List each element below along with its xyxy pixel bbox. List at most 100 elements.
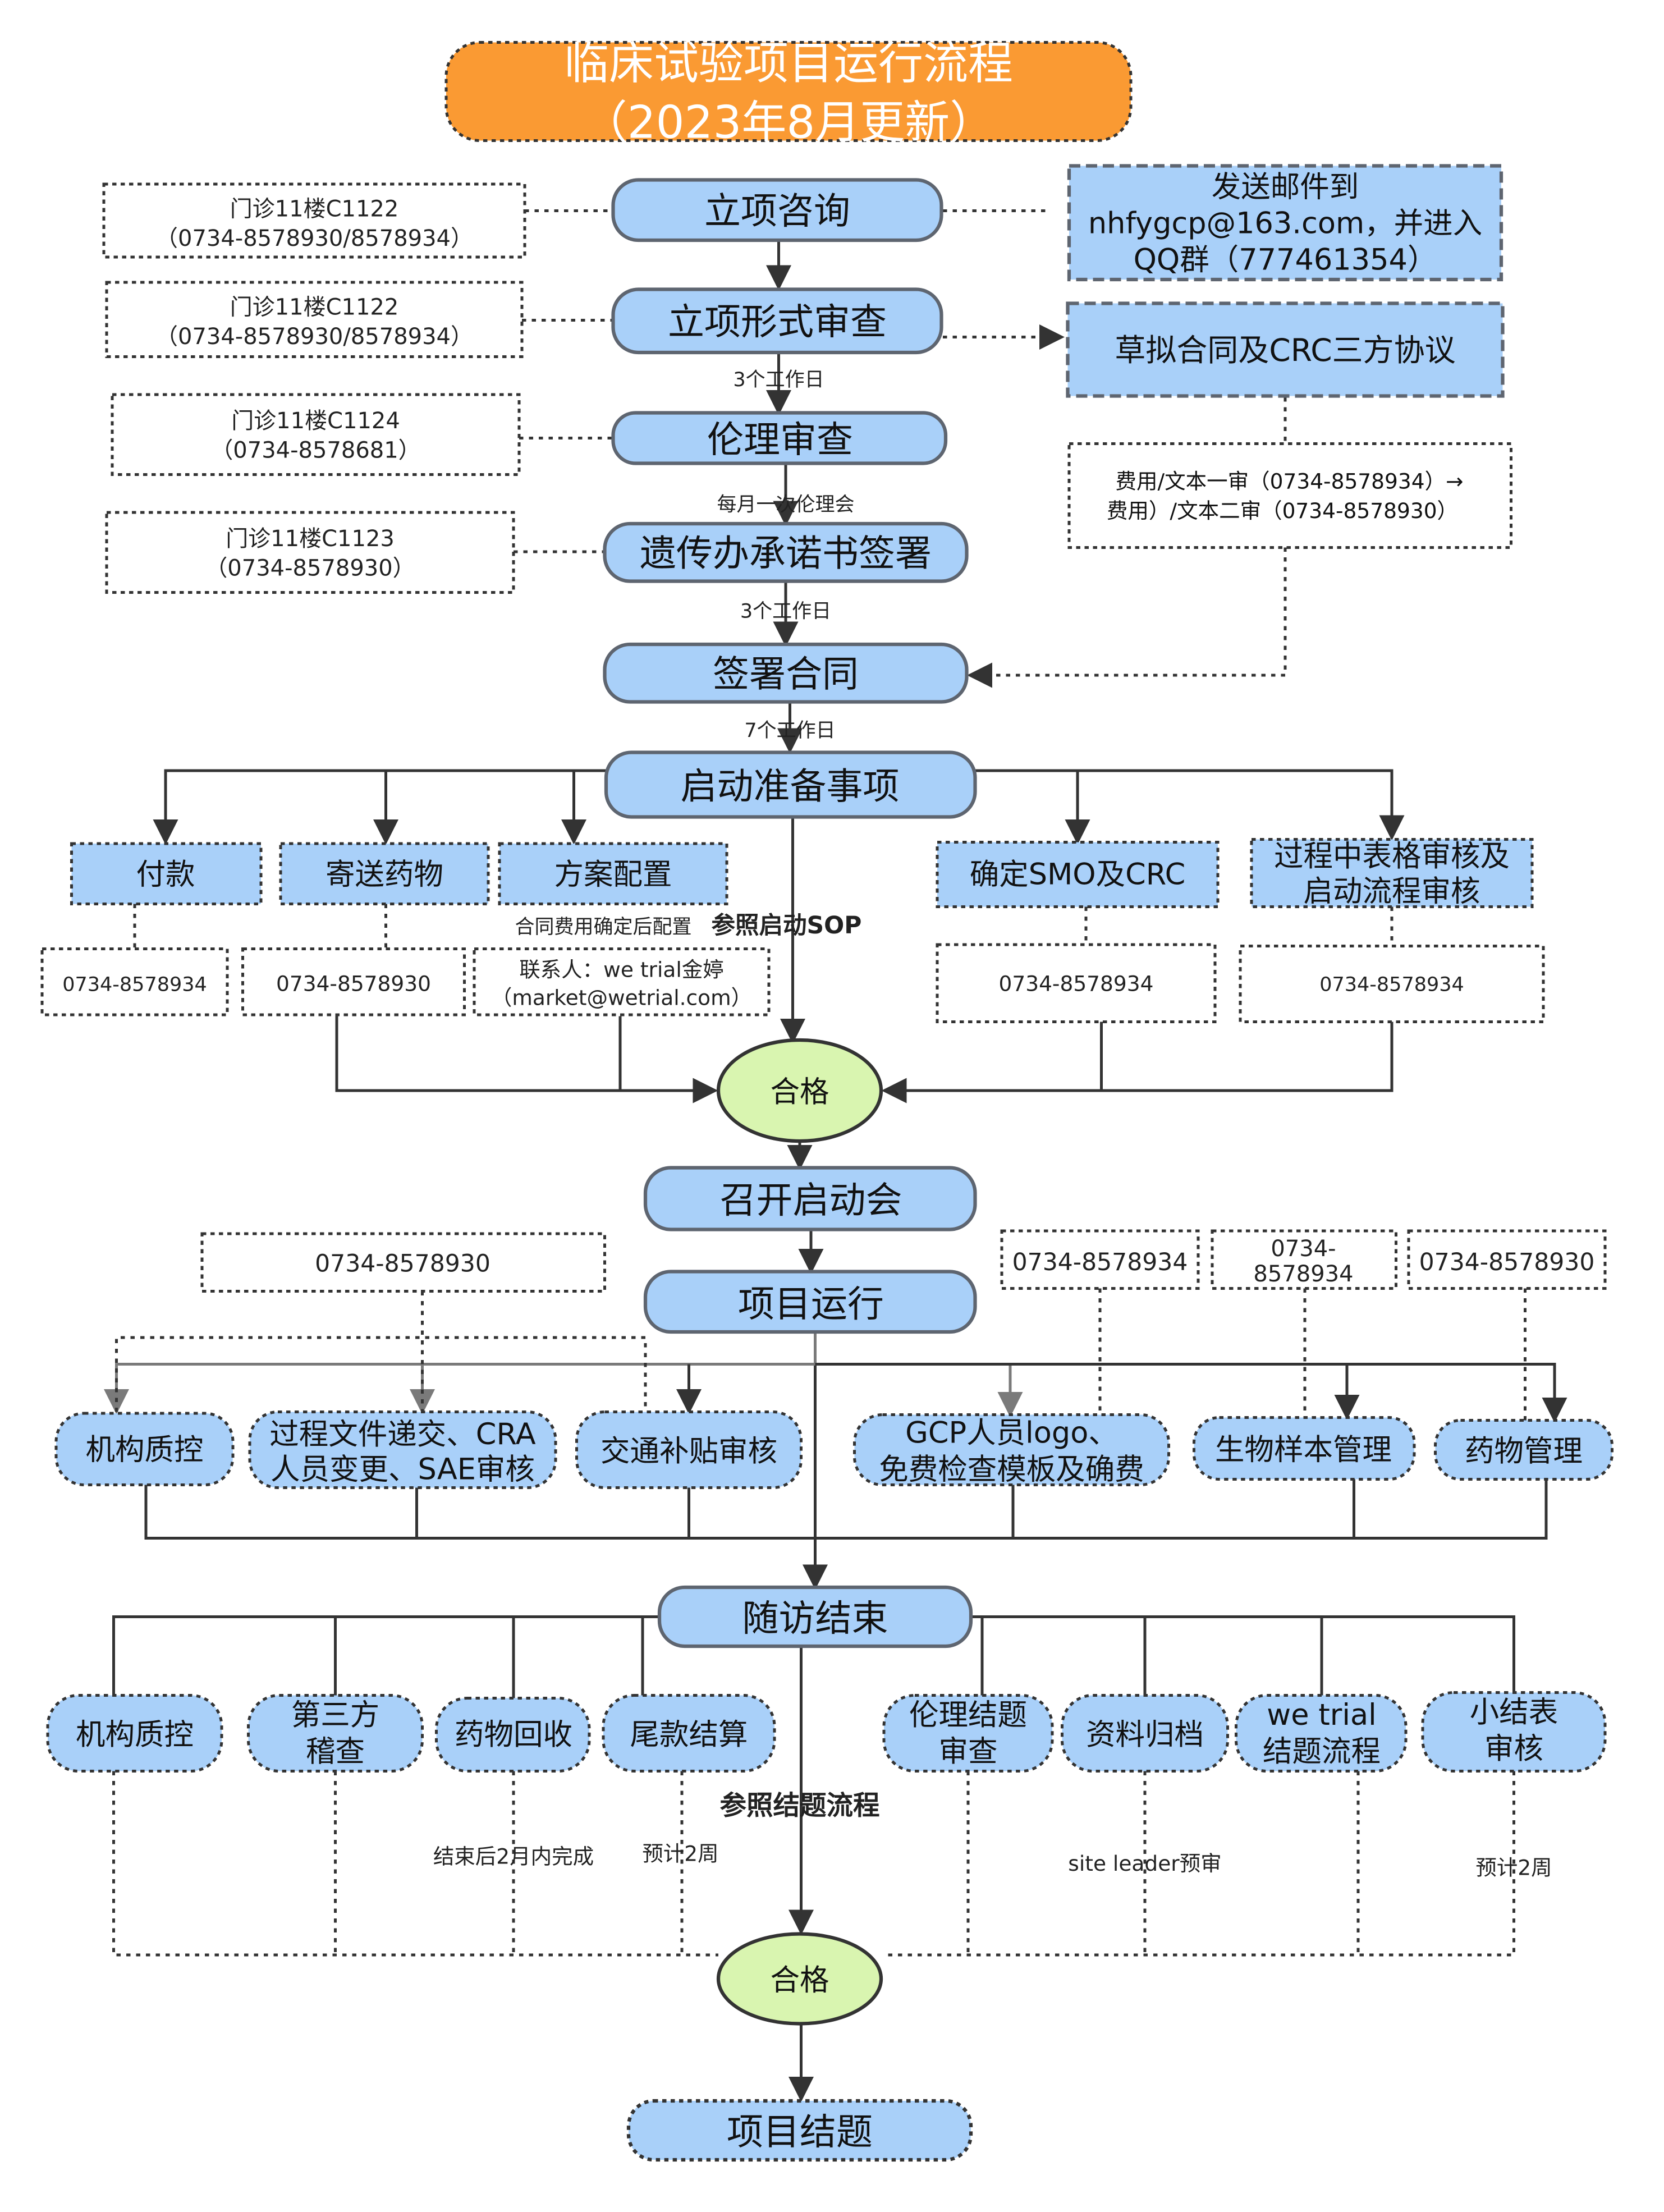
end-recall-label: 药物回收 bbox=[455, 1718, 572, 1752]
qualified-1-label: 合格 bbox=[770, 1075, 829, 1109]
startup-notes: 合同费用确定后配置 参照启动SOP bbox=[515, 912, 862, 940]
phone-box-forms bbox=[1239, 945, 1545, 1023]
startup-config[interactable] bbox=[498, 842, 728, 905]
right-top-boxes bbox=[1066, 164, 1512, 549]
startup-forms-line-1: 过程中表格审核及 bbox=[1274, 839, 1510, 873]
step-consult[interactable] bbox=[611, 178, 943, 242]
end-audit-line-2: 稽查 bbox=[306, 1734, 365, 1769]
right-top-texts: 发送邮件到 nhfygcp@163.com，并进入 QQ群（777461354）… bbox=[1088, 170, 1482, 524]
connectors bbox=[104, 209, 1567, 2102]
phone-bio-line-2: 8578934 bbox=[1253, 1261, 1353, 1287]
contact-2-line-2: （0734-8578930/8578934） bbox=[155, 324, 473, 350]
step-sign-contract-label: 签署合同 bbox=[713, 653, 859, 695]
end-qc[interactable] bbox=[46, 1694, 223, 1773]
step-startup-prep-label: 启动准备事项 bbox=[680, 766, 899, 808]
end-qc-label: 机构质控 bbox=[76, 1718, 194, 1752]
note-7-days: 7个工作日 bbox=[744, 720, 835, 742]
step-visit-end[interactable] bbox=[657, 1585, 973, 1648]
running-qc-label: 机构质控 bbox=[85, 1433, 203, 1467]
step-closeout[interactable] bbox=[626, 2099, 973, 2162]
running-drug-label: 药物管理 bbox=[1465, 1434, 1583, 1468]
running-docs-line-2: 人员变更、SAE审核 bbox=[271, 1453, 535, 1487]
startup-ship[interactable] bbox=[279, 842, 490, 905]
contact-box-2 bbox=[105, 281, 524, 359]
startup-phone-boxes bbox=[40, 943, 1545, 1023]
running-phone-texts: 0734-8578930 0734-8578934 0734- 8578934 … bbox=[315, 1236, 1594, 1287]
qualified-2[interactable] bbox=[716, 1932, 883, 2026]
step-running[interactable] bbox=[643, 1270, 977, 1334]
note-two-weeks-a: 预计2周 bbox=[642, 1842, 718, 1866]
contact-box-1 bbox=[102, 182, 526, 259]
startup-smo-label: 确定SMO及CRC bbox=[970, 858, 1186, 892]
phone-box-gcp bbox=[1000, 1229, 1200, 1290]
qualified-1[interactable] bbox=[716, 1038, 883, 1143]
phone-box-docs bbox=[200, 1232, 606, 1293]
end-audit[interactable] bbox=[247, 1694, 424, 1773]
step-genetic[interactable] bbox=[603, 521, 969, 583]
end-payment-label: 尾款结算 bbox=[630, 1718, 748, 1752]
contact-3-line-2: （0734-8578681） bbox=[210, 438, 420, 464]
fee-line-1: 费用/文本一审（0734-8578934）→ bbox=[1115, 469, 1463, 494]
contact-2-line-1: 门诊11楼C1122 bbox=[230, 295, 399, 320]
running-branch bbox=[104, 1332, 1023, 1417]
running-traffic[interactable] bbox=[575, 1410, 803, 1489]
branch-right bbox=[975, 769, 1405, 841]
end-ethics-line-2: 审查 bbox=[938, 1734, 997, 1769]
phone-forms: 0734-8578934 bbox=[1319, 974, 1464, 996]
startup-forms[interactable] bbox=[1250, 838, 1534, 908]
startup-forms-line-2: 启动流程审核 bbox=[1303, 874, 1480, 909]
end-summary[interactable] bbox=[1421, 1691, 1607, 1773]
running-traffic-label: 交通补贴审核 bbox=[600, 1434, 777, 1468]
end-dotted-merge bbox=[112, 1771, 1515, 1957]
step-notes: 3个工作日 每月一次伦理会 3个工作日 7个工作日 bbox=[717, 369, 854, 742]
merge-left bbox=[335, 1016, 718, 1103]
branch-pay bbox=[153, 769, 606, 845]
startup-ship-label: 寄送药物 bbox=[326, 858, 443, 892]
running-drug[interactable] bbox=[1434, 1419, 1613, 1481]
step-kickoff[interactable] bbox=[643, 1166, 977, 1231]
startup-item-texts: 付款 寄送药物 方案配置 确定SMO及CRC 过程中表格审核及 启动流程审核 bbox=[136, 839, 1510, 909]
end-wetrial-line-1: we trial bbox=[1267, 1698, 1376, 1732]
step-visit-end-label: 随访结束 bbox=[742, 1598, 888, 1640]
note-site-leader: site leader预审 bbox=[1068, 1851, 1221, 1876]
contact-1-line-1: 门诊11楼C1122 bbox=[230, 196, 399, 222]
end-notes: 参照结题流程 结束后2月内完成 预计2周 site leader预审 预计2周 bbox=[433, 1790, 1552, 1880]
running-docs-line-1: 过程文件递交、CRA bbox=[269, 1417, 536, 1451]
running-gcp-line-1: GCP人员logo、 bbox=[905, 1416, 1118, 1450]
step-ethics-review-label: 伦理审查 bbox=[707, 419, 853, 461]
end-ethics[interactable] bbox=[882, 1694, 1054, 1773]
end-archive[interactable] bbox=[1061, 1694, 1229, 1773]
step-formal-review[interactable] bbox=[611, 287, 943, 355]
running-qc[interactable] bbox=[54, 1412, 235, 1486]
step-sign-contract[interactable] bbox=[603, 642, 969, 704]
fee-line-2: 费用）/文本二审（0734-8578930） bbox=[1107, 498, 1458, 523]
contact-3-line-1: 门诊11楼C1124 bbox=[231, 408, 400, 434]
end-audit-line-1: 第三方 bbox=[291, 1698, 380, 1732]
end-recall[interactable] bbox=[435, 1697, 591, 1773]
running-bio[interactable] bbox=[1193, 1416, 1416, 1481]
title-line-2: （2023年8月更新） bbox=[583, 97, 995, 149]
branch-running-right bbox=[815, 1363, 1567, 1423]
step-consult-label: 立项咨询 bbox=[704, 190, 850, 232]
startup-pay[interactable] bbox=[70, 842, 263, 905]
main-steps bbox=[603, 178, 977, 2162]
phone-gcp: 0734-8578934 bbox=[1012, 1249, 1188, 1276]
startup-smo[interactable] bbox=[936, 841, 1220, 908]
fee-box bbox=[1067, 442, 1512, 549]
phone-box-bio bbox=[1211, 1229, 1397, 1290]
running-items bbox=[54, 1410, 1613, 1489]
running-docs[interactable] bbox=[248, 1410, 557, 1489]
end-wetrial[interactable] bbox=[1235, 1694, 1408, 1773]
note-3-days-b: 3个工作日 bbox=[740, 601, 831, 623]
step-startup-prep[interactable] bbox=[604, 750, 977, 819]
startup-config-label: 方案配置 bbox=[554, 858, 672, 892]
startup-pay-label: 付款 bbox=[136, 858, 195, 892]
phone-box-ship bbox=[241, 947, 466, 1016]
step-ethics-review[interactable] bbox=[611, 411, 948, 465]
end-payment[interactable] bbox=[602, 1694, 776, 1773]
running-gcp[interactable] bbox=[853, 1413, 1170, 1486]
email-line-3: QQ群（777461354） bbox=[1134, 243, 1437, 277]
link-running-dotted-box bbox=[115, 1336, 647, 1412]
link-fee-contract bbox=[967, 547, 1287, 688]
